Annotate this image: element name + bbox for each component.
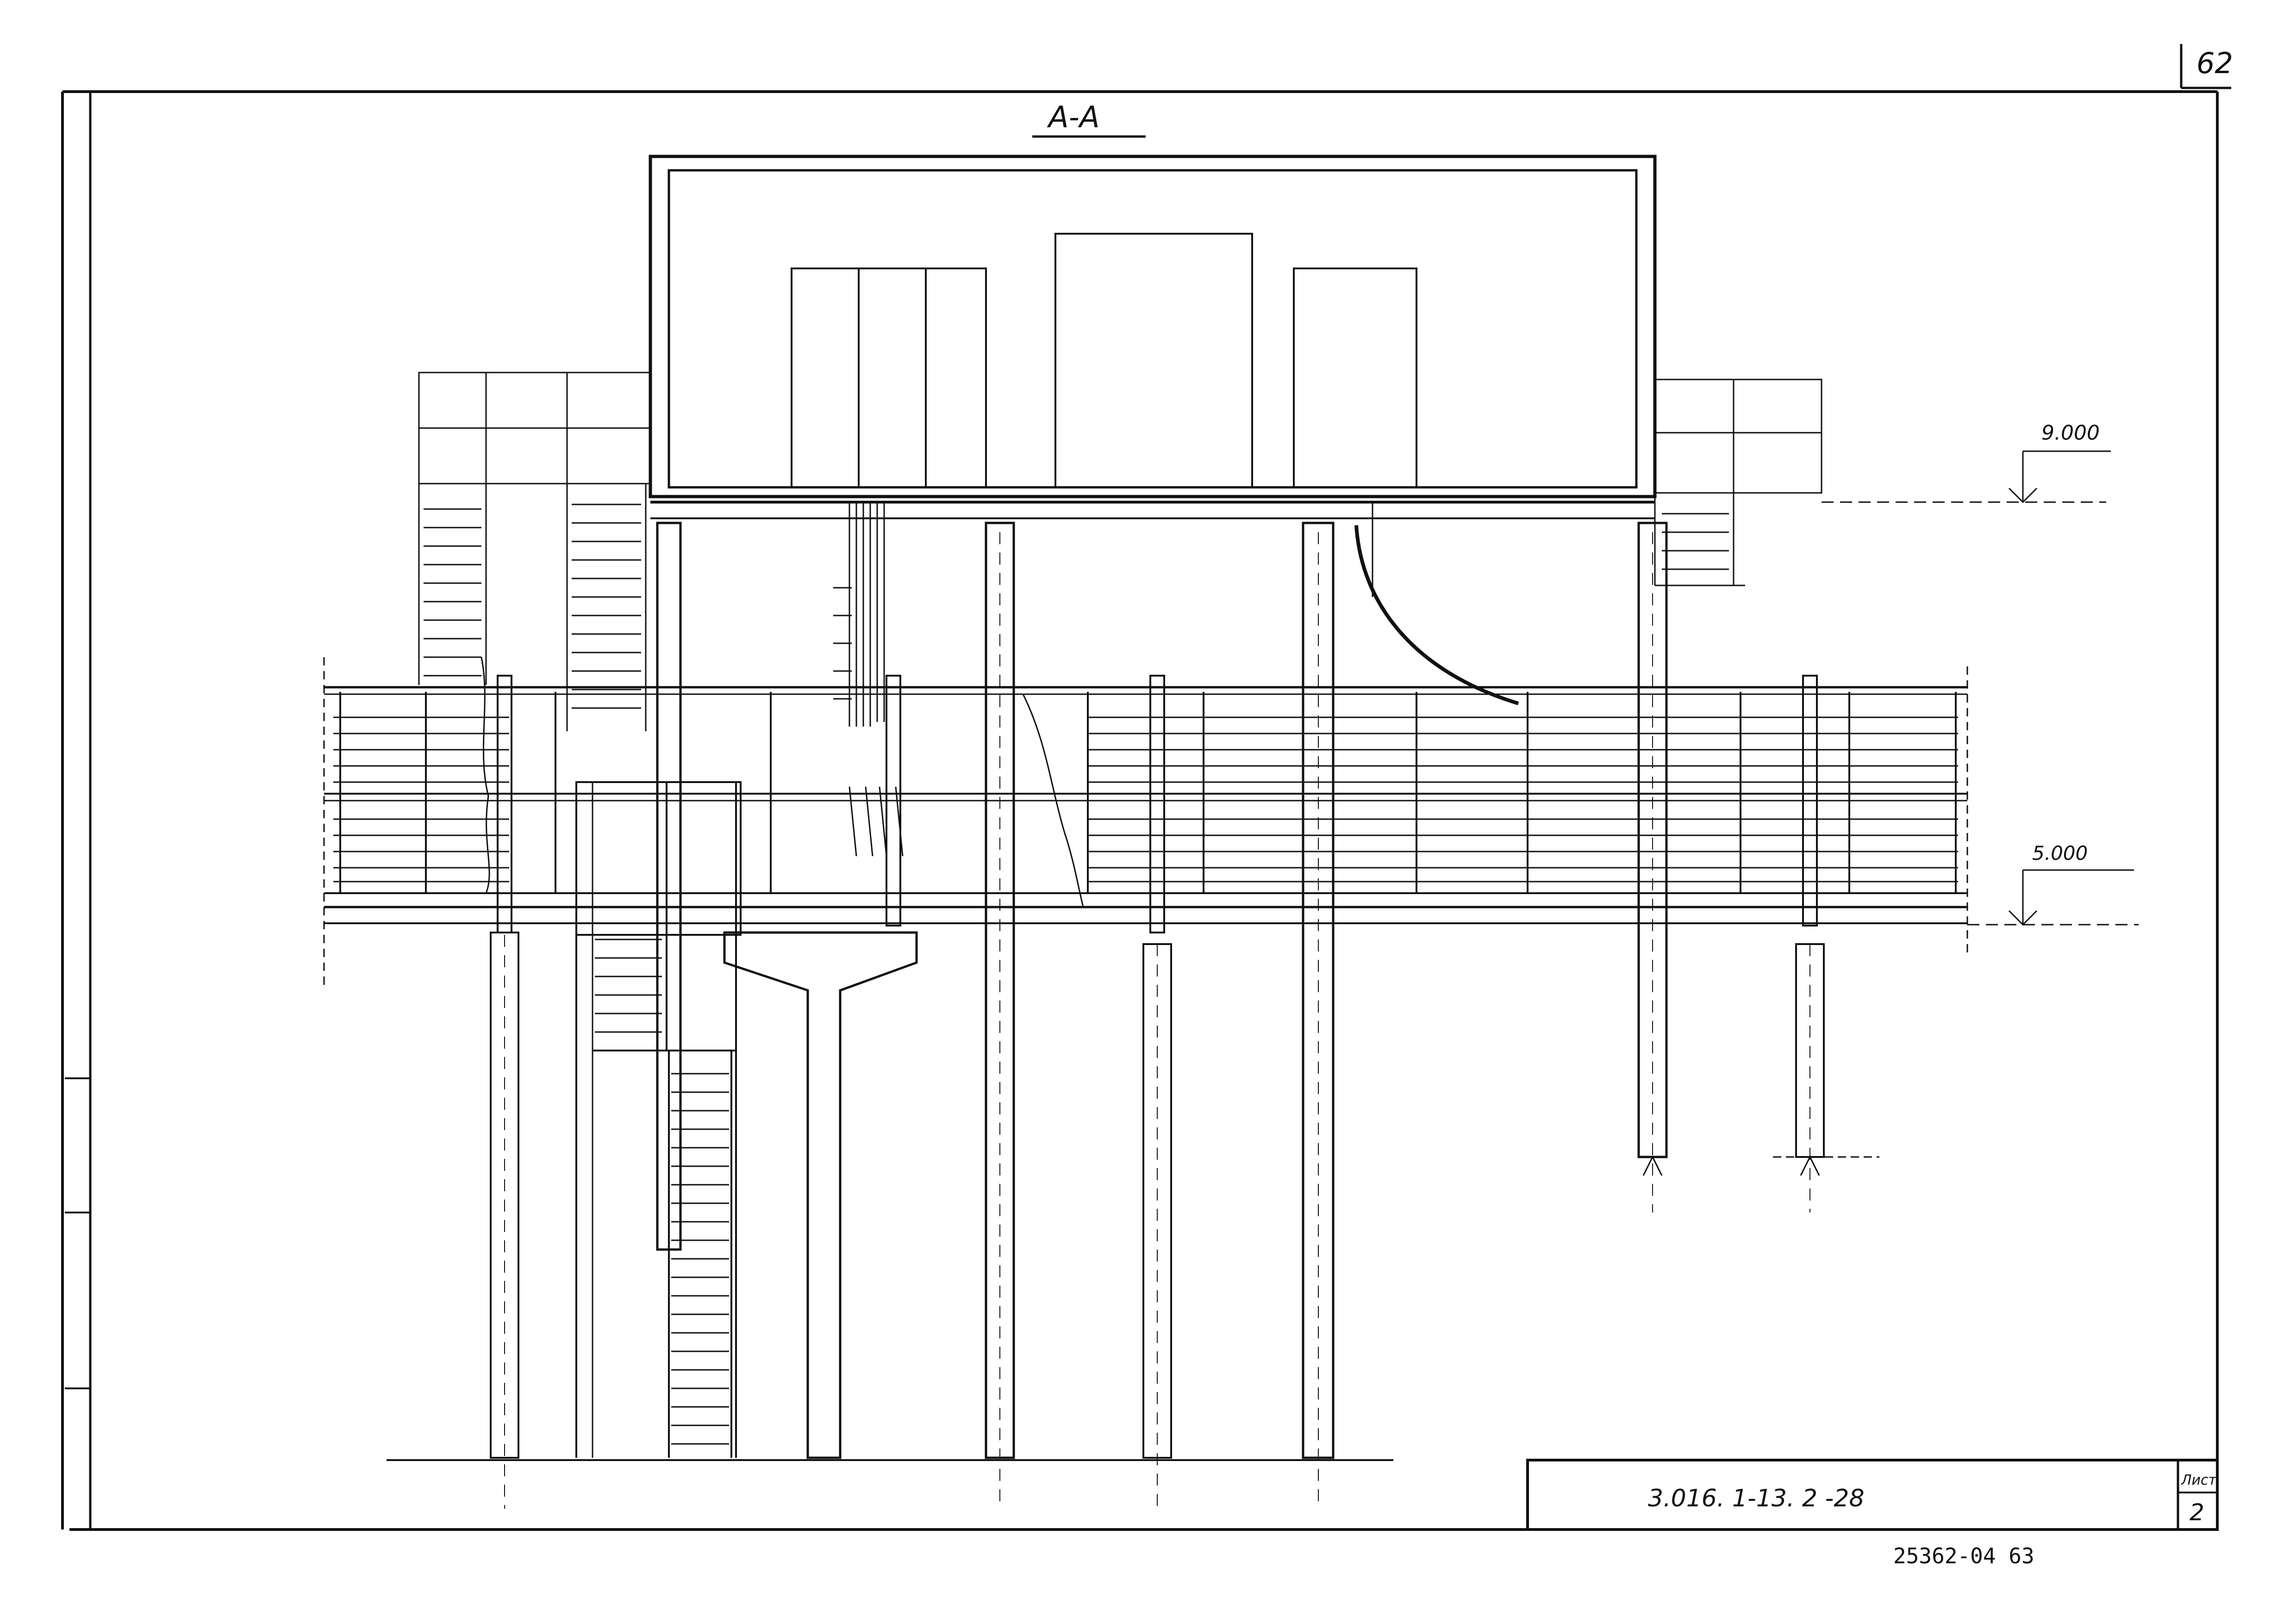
elevation-label-lower: 5.000 <box>2032 842 2088 864</box>
section-title: А-А <box>1047 100 1100 135</box>
right-annex <box>1654 379 1822 586</box>
lower-stair <box>575 781 742 1458</box>
platform-railing <box>323 657 1968 986</box>
upper-beam <box>650 501 1655 519</box>
sheet-label: Лист <box>2181 1472 2217 1488</box>
sheet-number: 2 <box>2190 1499 2204 1526</box>
cable-bundle <box>833 502 904 857</box>
curved-cable <box>1354 525 1519 705</box>
drawing-frame <box>61 90 2219 1531</box>
drawing-code: 3.016. 1-13. 2 -28 <box>1648 1485 1865 1512</box>
archive-number: 25362-04 63 <box>1893 1543 2034 1568</box>
elevation-marker-lower <box>1967 869 2139 926</box>
column-base-markers <box>1642 1155 1879 1176</box>
ladder <box>668 1051 732 1458</box>
t-support <box>723 931 918 1459</box>
elevation-label-upper: 9.000 <box>2041 421 2100 445</box>
upper-enclosure <box>649 155 1657 498</box>
left-stair-treads <box>424 504 641 709</box>
column-centerlines <box>504 532 1810 1509</box>
elevation-marker-upper <box>1822 450 2111 504</box>
left-annex <box>418 372 651 731</box>
page-number: 62 <box>2196 46 2233 80</box>
title-block <box>1526 1459 2219 1531</box>
